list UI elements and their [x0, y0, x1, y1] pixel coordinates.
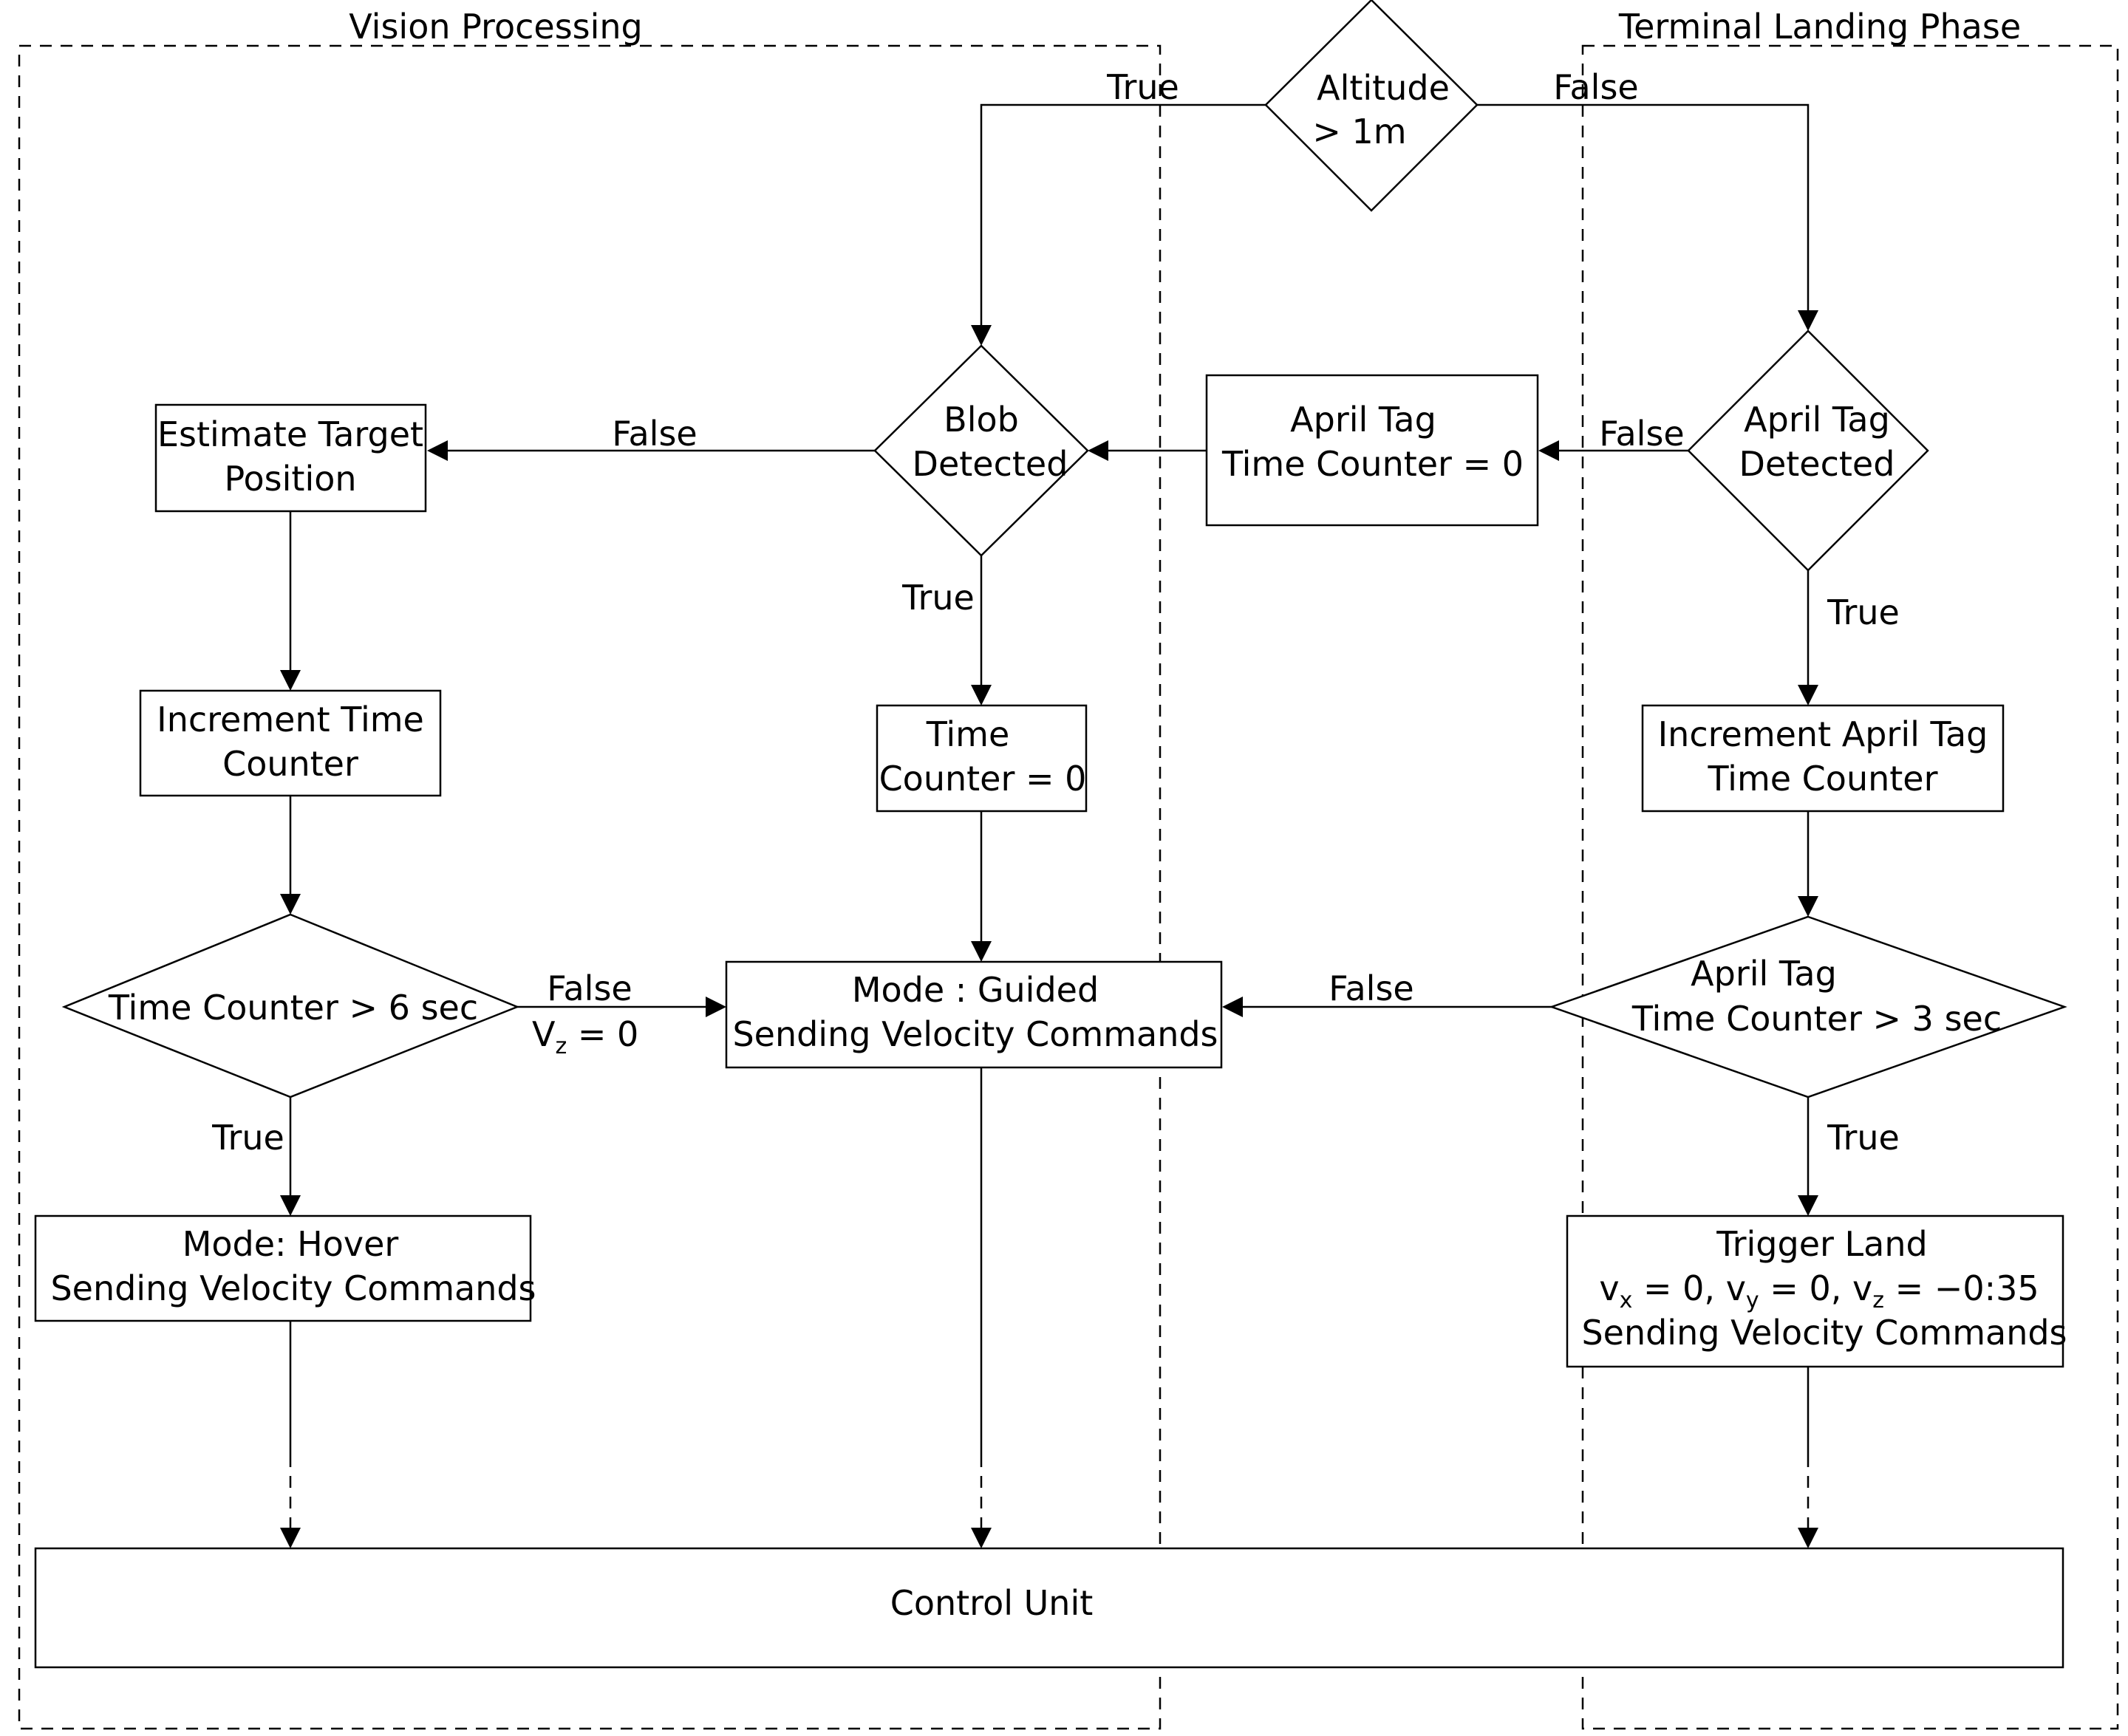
altitude-false-label: False: [1553, 67, 1638, 107]
estimate-target-box: [154, 403, 427, 513]
arrowhead: [971, 1528, 992, 1548]
arrowhead: [280, 1528, 301, 1548]
arrowhead: [280, 670, 301, 691]
arrowhead: [706, 997, 726, 1017]
april-tag-3sec-decision: [1549, 915, 2067, 1098]
time-false-label: False: [547, 968, 632, 1008]
arrowhead: [1222, 997, 1243, 1017]
gt3-true-label: True: [1827, 1118, 1900, 1158]
arrowhead: [1798, 896, 1818, 917]
increment-time-label-2: Counter: [222, 744, 358, 784]
arrowhead: [280, 894, 301, 915]
april-tag-reset-box: [1205, 374, 1539, 527]
arrowhead: [1088, 440, 1108, 461]
time-true-label: True: [211, 1118, 284, 1158]
estimate-label-2: Position: [224, 459, 356, 499]
blob-true-label: True: [901, 578, 975, 618]
arrowhead: [1798, 1195, 1818, 1216]
blob-label-1: Blob: [944, 400, 1019, 440]
increment-april-label-2: Time Counter: [1707, 759, 1937, 799]
increment-time-box: [139, 689, 442, 797]
vision-processing-title: Vision Processing: [349, 7, 643, 47]
mode-hover-box: [34, 1214, 532, 1322]
control-unit-box: [34, 1547, 2064, 1669]
terminal-landing-region: [1581, 44, 2119, 1730]
time-zero-label-2: Counter = 0: [879, 759, 1087, 799]
arrowhead: [1538, 440, 1559, 461]
arrowhead: [971, 325, 992, 346]
blob-detected-decision: [873, 344, 1089, 557]
trigger-velocity-line: vx = 0, vy = 0, vz = −0:35: [1599, 1268, 2039, 1313]
april-detected-label-2: Detected: [1739, 444, 1895, 484]
guided-label-2: Sending Velocity Commands: [732, 1014, 1218, 1054]
arrowhead: [1798, 1528, 1818, 1548]
time-counter-zero-box: [876, 704, 1088, 813]
gt3-false-label: False: [1329, 968, 1413, 1008]
blob-label-2: Detected: [913, 444, 1068, 484]
trigger-label-1: Trigger Land: [1716, 1224, 1927, 1264]
edge-altitude-false: [1477, 103, 1810, 310]
trigger-label-3: Sending Velocity Commands: [1581, 1313, 2067, 1353]
altitude-label-1: Altitude: [1317, 68, 1450, 108]
time-counter-6sec-decision: [61, 913, 520, 1098]
trigger-land-box: [1566, 1214, 2064, 1368]
april-false-label: False: [1599, 414, 1684, 454]
control-unit-label: Control Unit: [890, 1583, 1094, 1623]
april-tag-detected-decision: [1687, 329, 1929, 572]
increment-time-label-1: Increment Time: [157, 700, 424, 739]
time-zero-label-1: Time: [926, 714, 1010, 754]
altitude-decision: [1264, 0, 1479, 212]
april-gt3-label-1: April Tag: [1691, 954, 1837, 994]
time-gt6-label: Time Counter > 6 sec: [108, 988, 478, 1028]
arrowhead: [971, 941, 992, 962]
hover-label-1: Mode: Hover: [183, 1224, 399, 1264]
guided-label-1: Mode : Guided: [852, 970, 1099, 1010]
arrowhead: [1798, 310, 1818, 331]
arrowhead: [1798, 685, 1818, 705]
april-true-label: True: [1827, 592, 1900, 632]
april-reset-label-2: Time Counter = 0: [1221, 444, 1524, 484]
increment-april-box: [1641, 704, 2005, 813]
mode-guided-box: [725, 960, 1223, 1069]
arrowhead: [280, 1195, 301, 1216]
altitude-label-2: > 1m: [1312, 112, 1406, 151]
increment-april-label-1: Increment April Tag: [1658, 714, 1988, 754]
altitude-true-label: True: [1106, 67, 1179, 107]
april-gt3-label-2: Time Counter > 3 sec: [1631, 999, 2002, 1039]
hover-label-2: Sending Velocity Commands: [50, 1268, 536, 1308]
estimate-label-1: Estimate Target: [157, 414, 423, 454]
vz-zero-label: Vz = 0: [532, 1014, 638, 1059]
arrowhead: [971, 685, 992, 705]
april-detected-label-1: April Tag: [1744, 400, 1890, 440]
terminal-landing-title: Terminal Landing Phase: [1618, 7, 2021, 47]
edge-altitude-true: [980, 103, 1266, 325]
arrowhead: [427, 440, 448, 461]
april-reset-label-1: April Tag: [1290, 400, 1436, 440]
blob-false-label: False: [612, 414, 697, 454]
vision-processing-region: [18, 44, 1162, 1730]
